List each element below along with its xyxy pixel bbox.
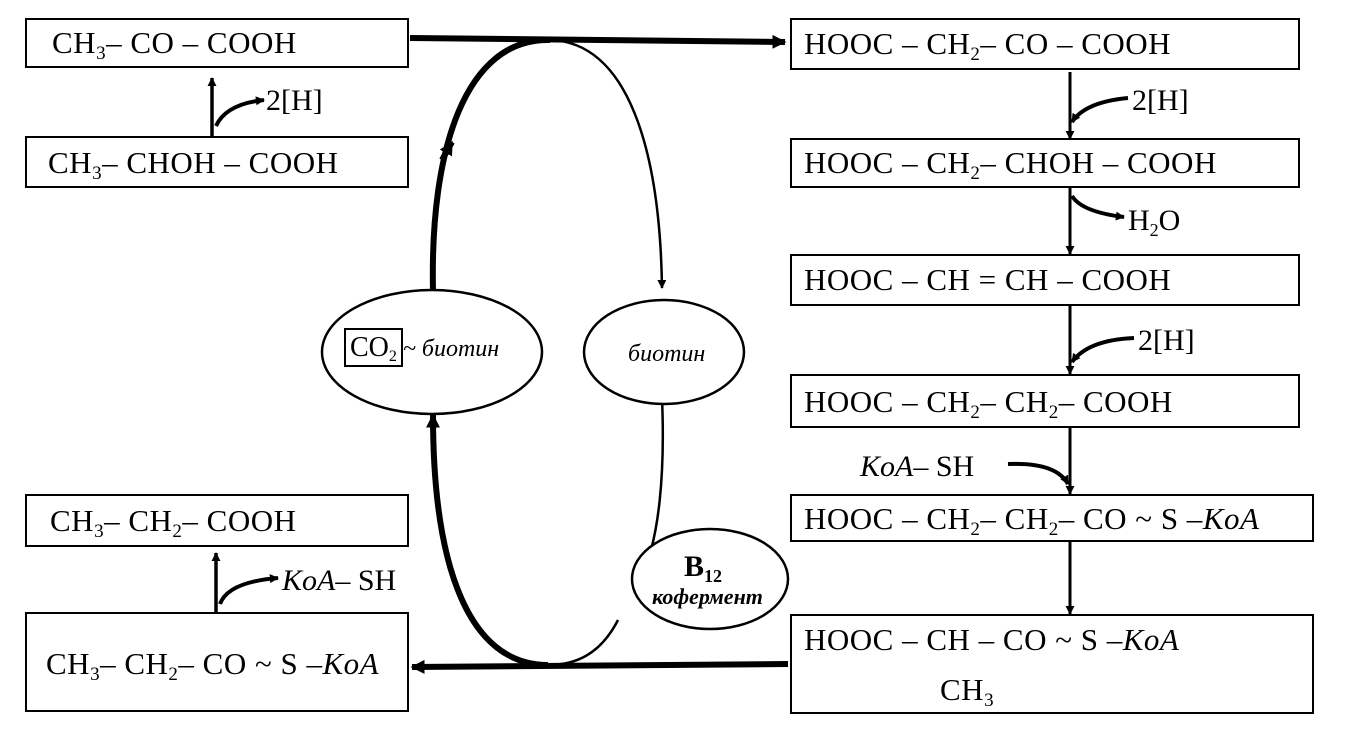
b12-coenzyme-ellipse bbox=[630, 527, 790, 631]
biotin-ellipse bbox=[582, 298, 746, 406]
arrow-h2-uptake-2 bbox=[1070, 336, 1135, 364]
biotin-label: биотин bbox=[628, 341, 706, 367]
methyl-branch: CH3 bbox=[940, 672, 995, 711]
lactate-box bbox=[25, 136, 409, 188]
co2-biotin-ellipse bbox=[320, 288, 544, 416]
cycle-thin-upper-arc bbox=[549, 38, 667, 289]
fumarate-box bbox=[790, 254, 1300, 306]
succinate-formula: HOOC – CH2– CH2– COOH bbox=[804, 384, 1173, 423]
fumarate-formula: HOOC – CH = CH – COOH bbox=[804, 262, 1172, 297]
arrow-h2o-release bbox=[1070, 194, 1125, 221]
arrow-koa-release-left bbox=[218, 574, 279, 605]
oxaloacetate-formula: HOOC – CH2– CO – COOH bbox=[804, 26, 1172, 65]
b12-label: B12 bbox=[684, 550, 723, 586]
propionate-box bbox=[25, 494, 409, 547]
h2-label-right-2: 2[H] bbox=[1138, 324, 1195, 357]
succinyl-coa-formula: HOOC – CH2– CH2– CO ~ S –KoA bbox=[804, 501, 1260, 540]
koa-sh-label-right: KoA– SH bbox=[860, 450, 975, 483]
lactate-formula: CH3– CHOH – COOH bbox=[48, 145, 339, 184]
cycle-thin-bottom-arc bbox=[547, 619, 620, 667]
h2-label-left: 2[H] bbox=[266, 84, 323, 117]
koa-sh-label-left: KoA– SH bbox=[282, 564, 397, 597]
succinate-box bbox=[790, 374, 1300, 428]
cycle-bold-upper-arc bbox=[429, 36, 551, 291]
co2-box: CO2 bbox=[344, 328, 403, 367]
pyruvate-formula: CH3– CO – COOH bbox=[52, 25, 297, 64]
propionate-formula: CH3– CH2– COOH bbox=[50, 503, 297, 542]
h2-label-right-1: 2[H] bbox=[1132, 84, 1189, 117]
cycle-bold-lower-arc bbox=[426, 413, 549, 668]
arrow-pyruvate-to-oxaloacetate bbox=[409, 34, 787, 49]
propionyl-coa-formula: CH3– CH2– CO ~ S –KoA bbox=[46, 646, 380, 685]
cycle-bold-upper-arrowhead bbox=[439, 140, 455, 162]
succinyl-coa-box bbox=[790, 494, 1314, 542]
h2o-label: H2O bbox=[1128, 204, 1181, 240]
malate-formula: HOOC – CH2– CHOH – COOH bbox=[804, 145, 1217, 184]
arrow-h2-release-left bbox=[214, 96, 265, 127]
methylmalonyl-coa-formula: HOOC – CH – CO ~ S –KoA bbox=[804, 622, 1180, 657]
oxaloacetate-box bbox=[790, 18, 1300, 70]
propionyl-coa-box bbox=[25, 612, 409, 712]
pyruvate-box bbox=[25, 18, 409, 68]
arrow-methylmalonyl-to-propionyl bbox=[410, 659, 789, 674]
arrow-koa-uptake bbox=[1007, 461, 1070, 486]
arrow-h2-uptake-1 bbox=[1070, 96, 1129, 124]
coenzyme-label: кофермент bbox=[652, 584, 763, 609]
co2-biotin-label: CO2~ биотин bbox=[344, 328, 499, 367]
methylmalonyl-coa-box bbox=[790, 614, 1314, 714]
malate-box bbox=[790, 138, 1300, 188]
